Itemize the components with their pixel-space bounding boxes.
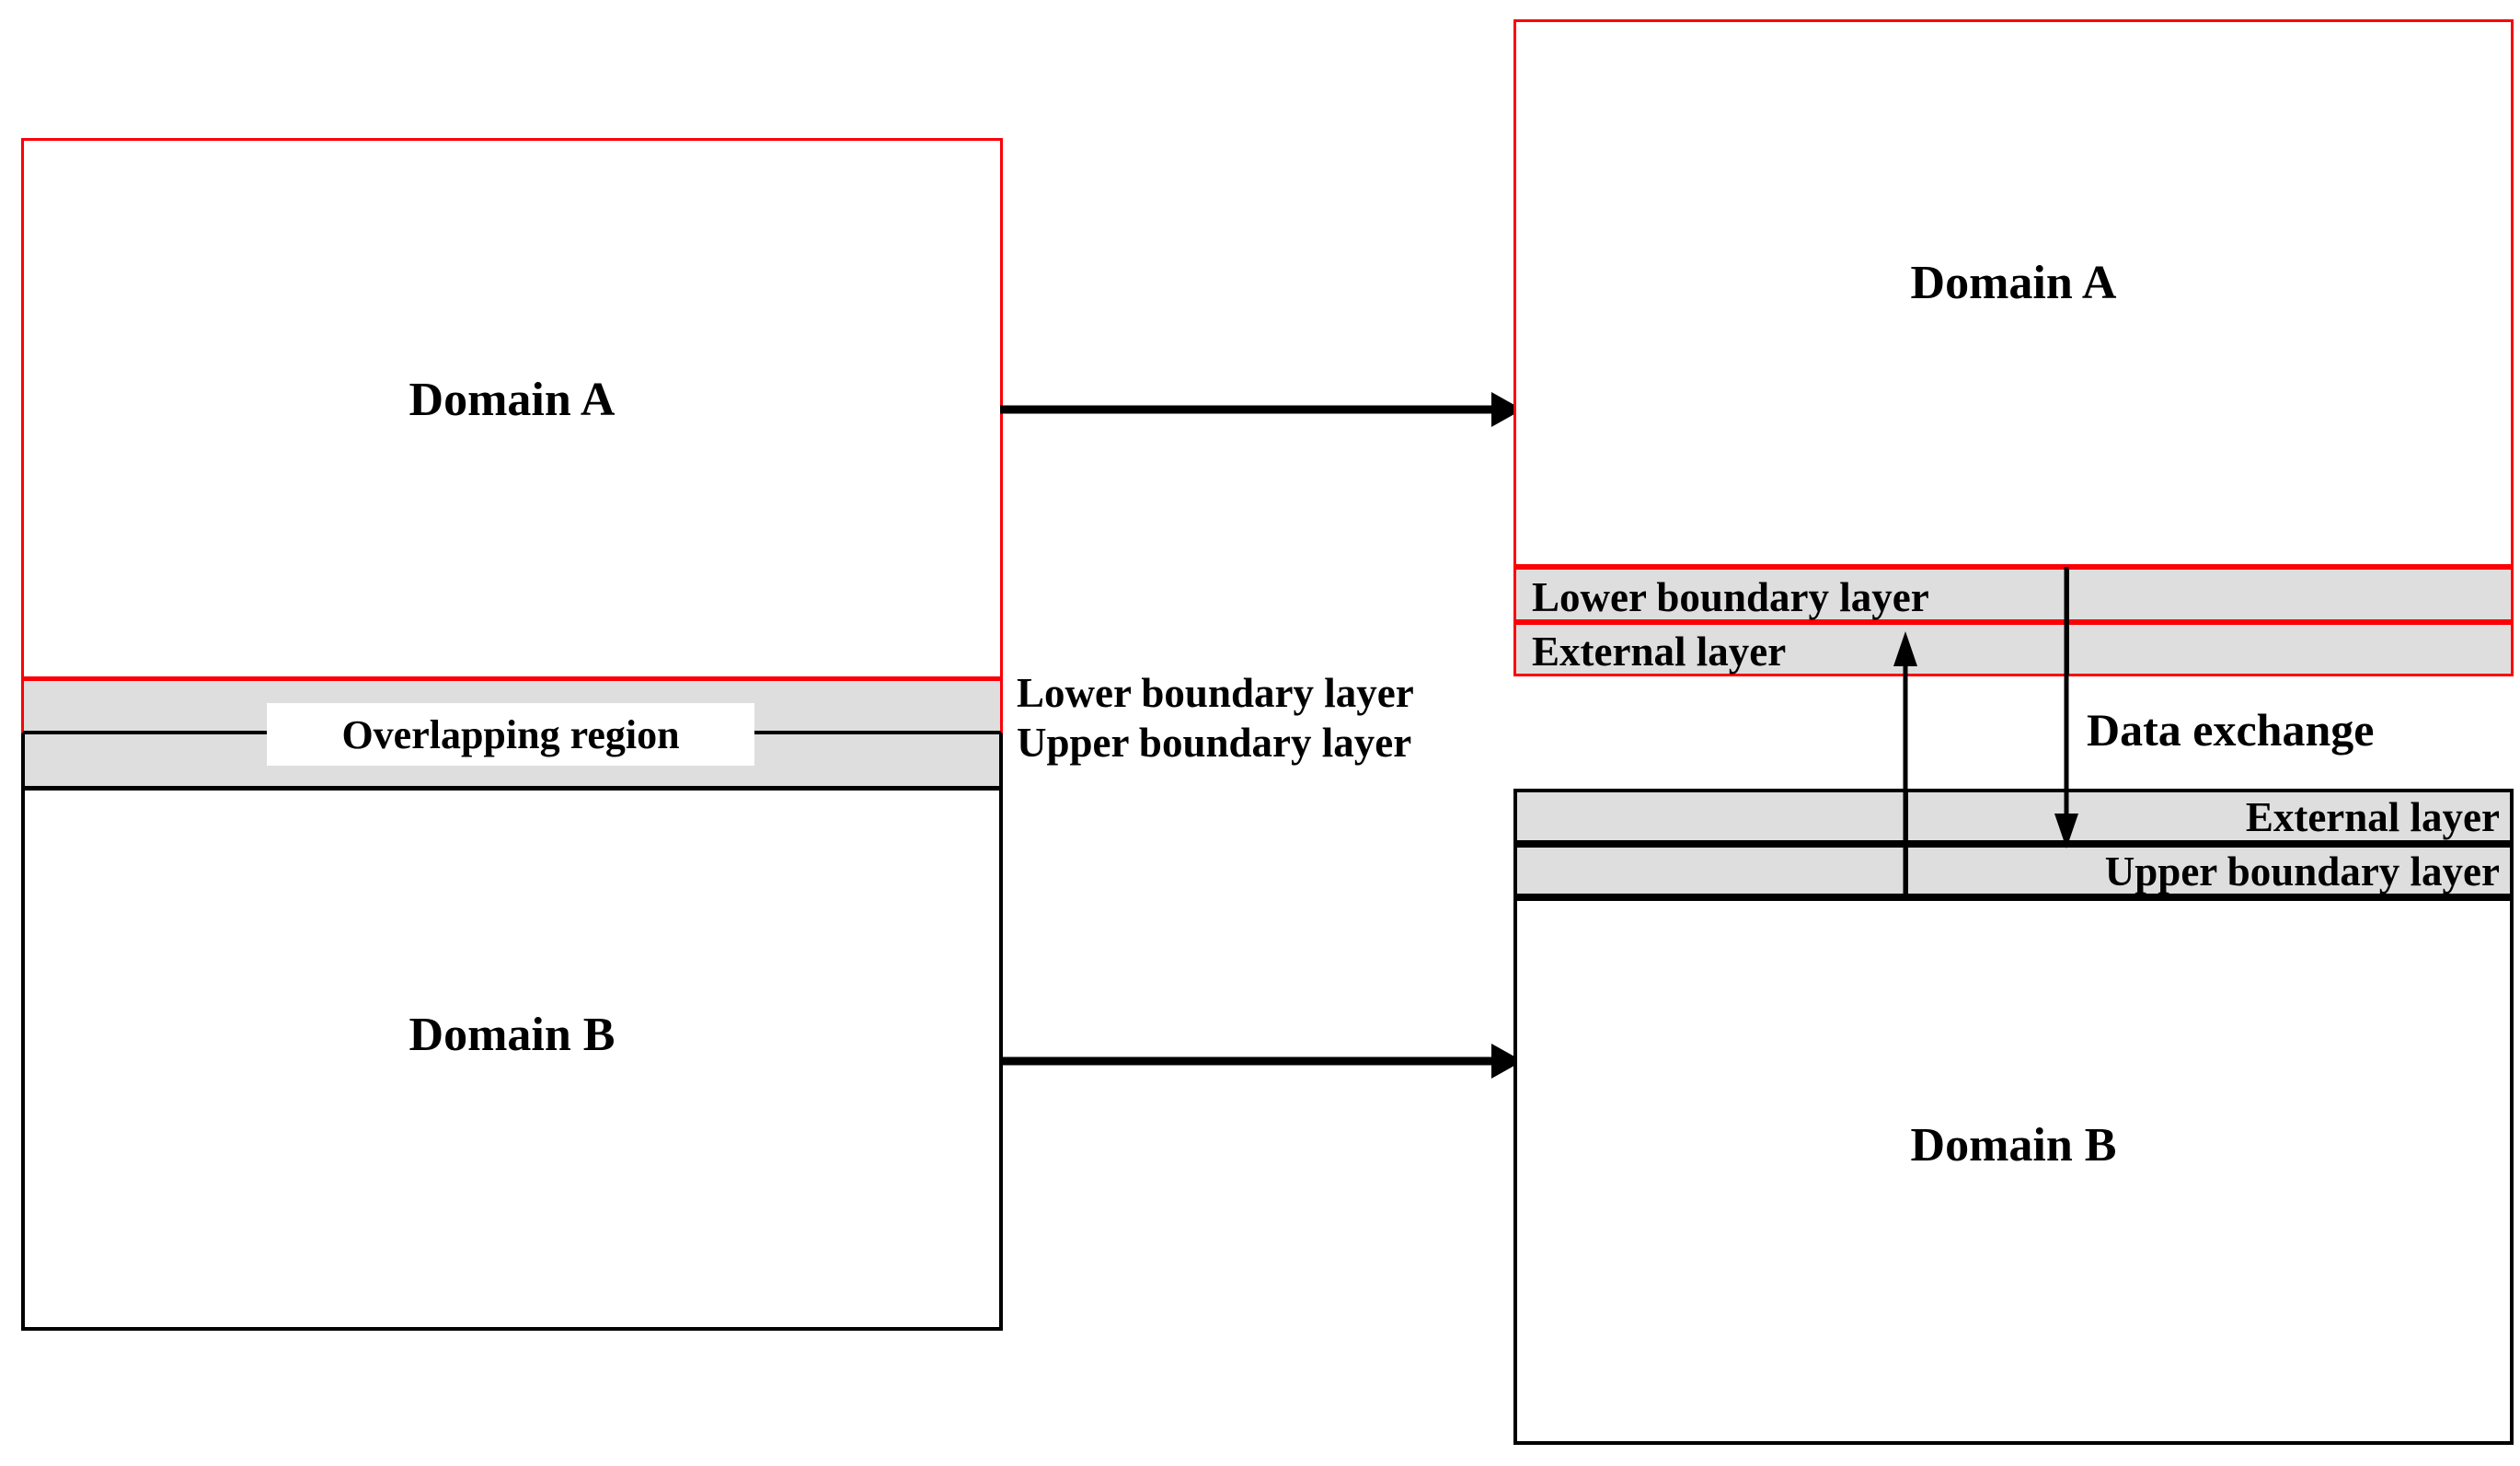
right-domain-b-external-layer-strip (1513, 789, 2514, 844)
left-domain-a-box (21, 138, 1003, 679)
right-upper-boundary-layer-strip (1513, 844, 2514, 897)
middle-upper-boundary-layer-label: Upper boundary layer (1017, 720, 1412, 766)
right-domain-b-external-layer-label: External layer (2245, 794, 2500, 840)
right-domain-a-external-layer-strip (1513, 622, 2514, 676)
right-domain-a-box (1513, 19, 2514, 567)
downward-data-arrow (2053, 567, 2080, 848)
left-domain-b-label: Domain B (408, 1009, 616, 1061)
right-domain-a-external-layer-label: External layer (1532, 629, 1787, 675)
right-domain-b-box (1513, 897, 2514, 1445)
domain-b-decomposition-arrow (998, 1038, 1523, 1084)
left-domain-a-label: Domain A (408, 374, 616, 426)
middle-layer-labels: Lower boundary layer Upper boundary laye… (1017, 668, 1414, 768)
right-lower-boundary-layer-label: Lower boundary layer (1532, 574, 1929, 620)
middle-lower-boundary-layer-label: Lower boundary layer (1017, 670, 1414, 716)
domain-a-decomposition-arrow (998, 387, 1523, 433)
right-domain-a-label: Domain A (1910, 257, 2117, 309)
right-domain-b-label: Domain B (1910, 1119, 2117, 1172)
left-domain-b-box (21, 787, 1003, 1331)
overlapping-region-label: Overlapping region (267, 703, 754, 766)
right-upper-boundary-layer-label: Upper boundary layer (2104, 848, 2500, 895)
data-exchange-label: Data exchange (2087, 704, 2375, 756)
right-lower-boundary-layer-strip (1513, 567, 2514, 622)
upward-data-arrow (1892, 631, 1919, 900)
